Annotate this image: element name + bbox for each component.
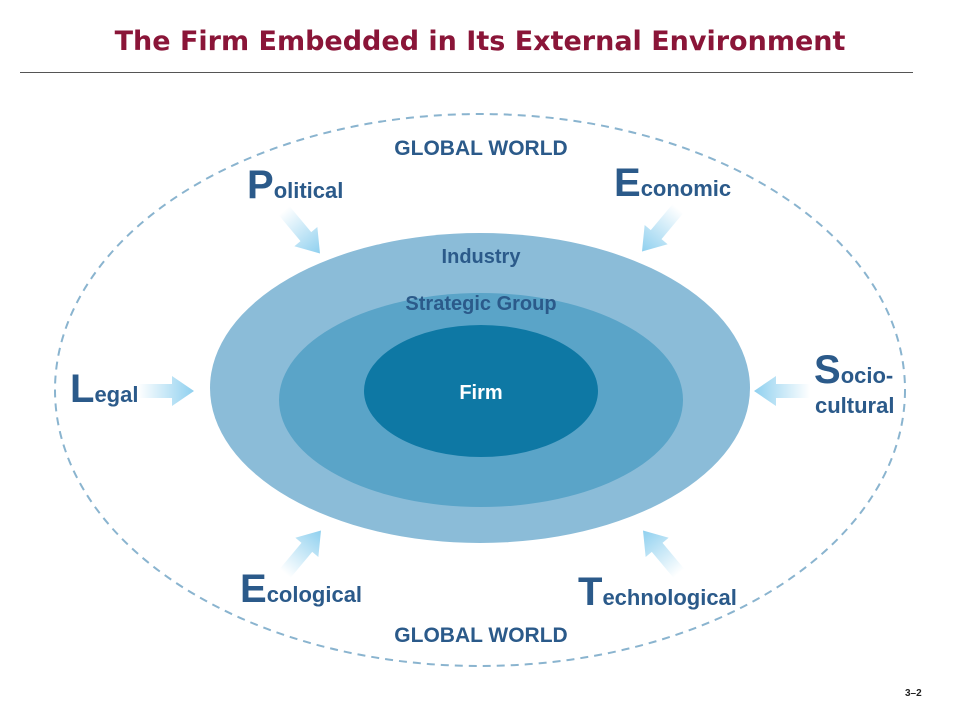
economic-arrow [630,198,690,262]
sociocultural-arrow [754,376,810,406]
slide-title: The Firm Embedded in Its External Enviro… [114,26,846,57]
legal-label: Legal [70,367,138,411]
global-world-top-label: GLOBAL WORLD [394,137,567,160]
industry-label: Industry [442,246,522,268]
legal-arrow [138,376,194,406]
technological-label: Technological [578,570,737,614]
technological-arrow [631,520,691,584]
firm-label: Firm [459,382,502,404]
political-arrow [272,200,332,264]
ecological-label: Ecological [240,567,362,611]
sociocultural-label: Socio- [814,348,893,392]
political-label: Political [247,163,343,207]
global-world-bottom-label: GLOBAL WORLD [394,624,567,647]
ecological-arrow [273,520,333,584]
strategic-group-label: Strategic Group [405,293,556,315]
global-world-boundary [54,113,906,667]
title-divider [20,72,913,73]
economic-label: Economic [614,161,731,205]
slide-number: 3–2 [905,688,922,699]
sociocultural-label-line2: cultural [815,393,894,418]
firm-ellipse [364,325,598,457]
